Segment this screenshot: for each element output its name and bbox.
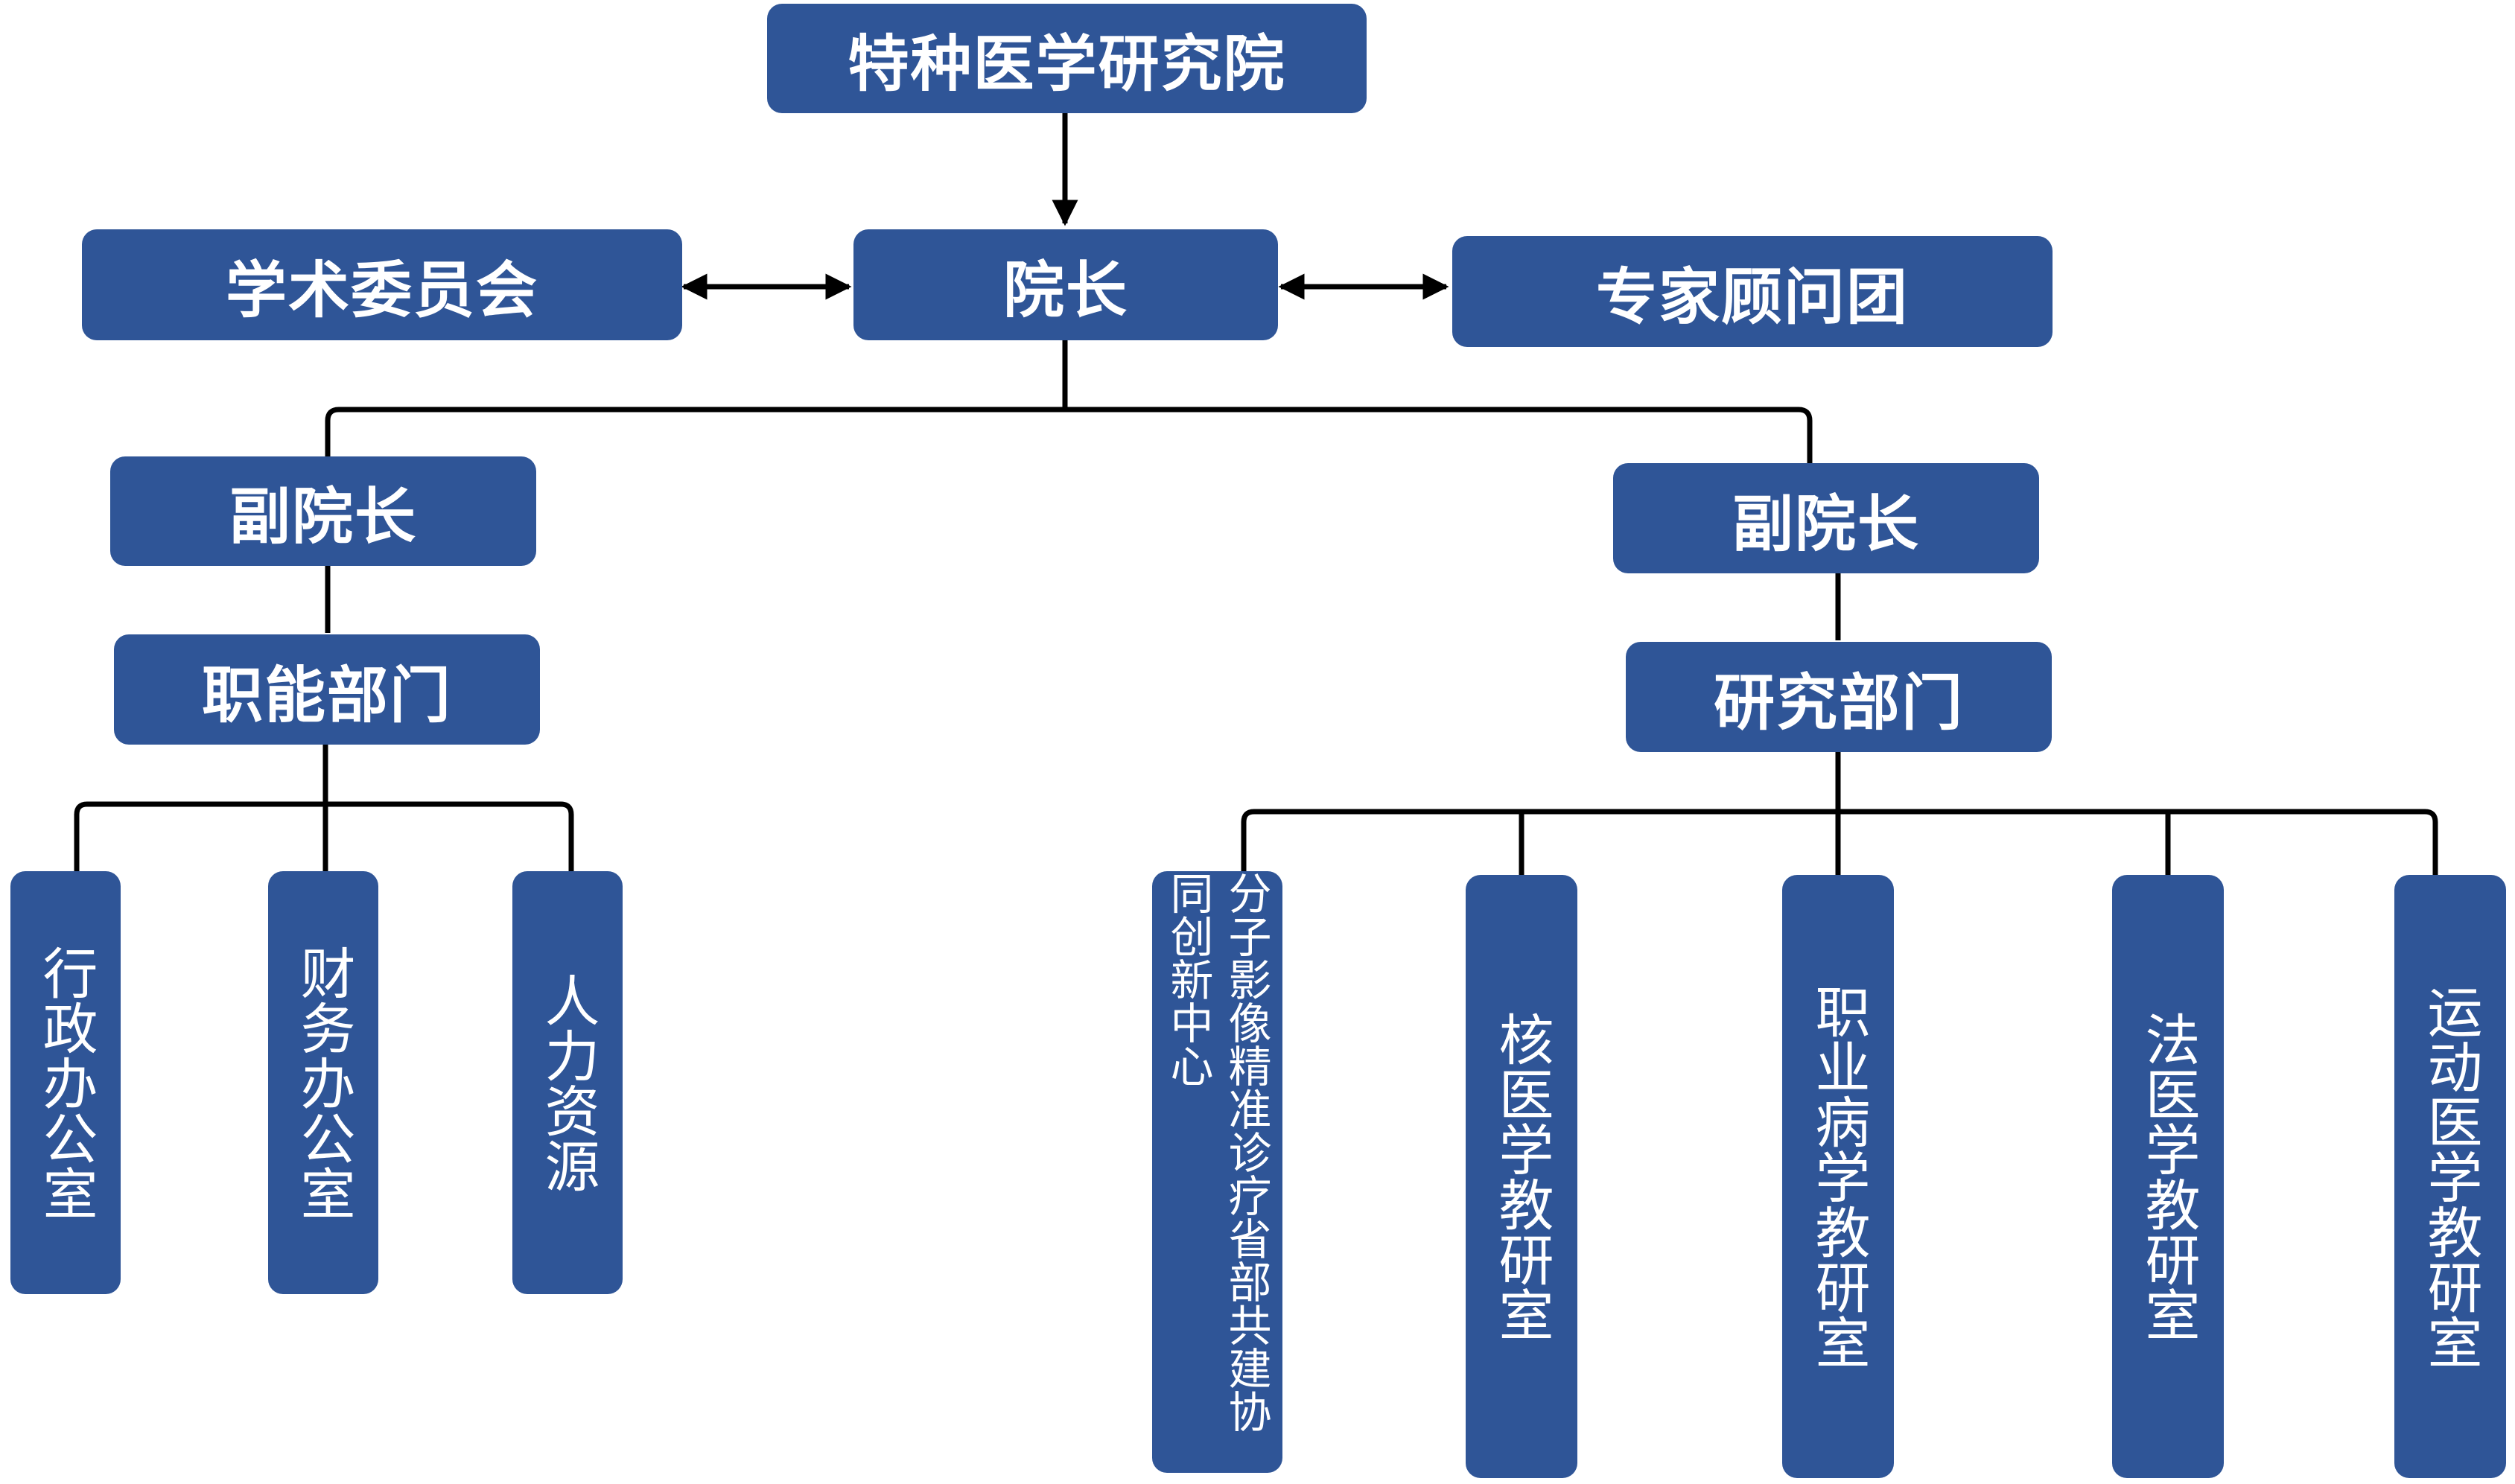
vice-director-right: 副院长 (1613, 463, 2039, 573)
functional-units-connector (74, 745, 574, 871)
vice-director-left: 副院长 (110, 456, 536, 566)
director: 院长 (853, 229, 1278, 340)
expert-panel: 专家顾问团 (1452, 236, 2053, 347)
functional-department: 职能部门 (114, 634, 540, 745)
occupational-disease-unit: 职业病学教研室 (1782, 875, 1894, 1478)
molecular-imaging-center: 分子影像精准诊疗省部共建协同创新中心 (1152, 871, 1282, 1473)
research-units-connector (1241, 752, 2438, 875)
root-institute: 特种医学研究院 (767, 4, 1367, 113)
finance-office: 财务办公室 (268, 871, 378, 1294)
human-resources: 人力资源 (512, 871, 623, 1294)
director-vp-connector (325, 340, 1813, 463)
sports-medicine-unit: 运动医学教研室 (2394, 875, 2506, 1478)
academic-committee: 学术委员会 (82, 229, 682, 340)
research-department: 研究部门 (1626, 642, 2052, 752)
forensic-medicine-unit: 法医学教研室 (2112, 875, 2224, 1478)
nuclear-medicine-unit: 核医学教研室 (1466, 875, 1577, 1478)
admin-office: 行政办公室 (10, 871, 121, 1294)
